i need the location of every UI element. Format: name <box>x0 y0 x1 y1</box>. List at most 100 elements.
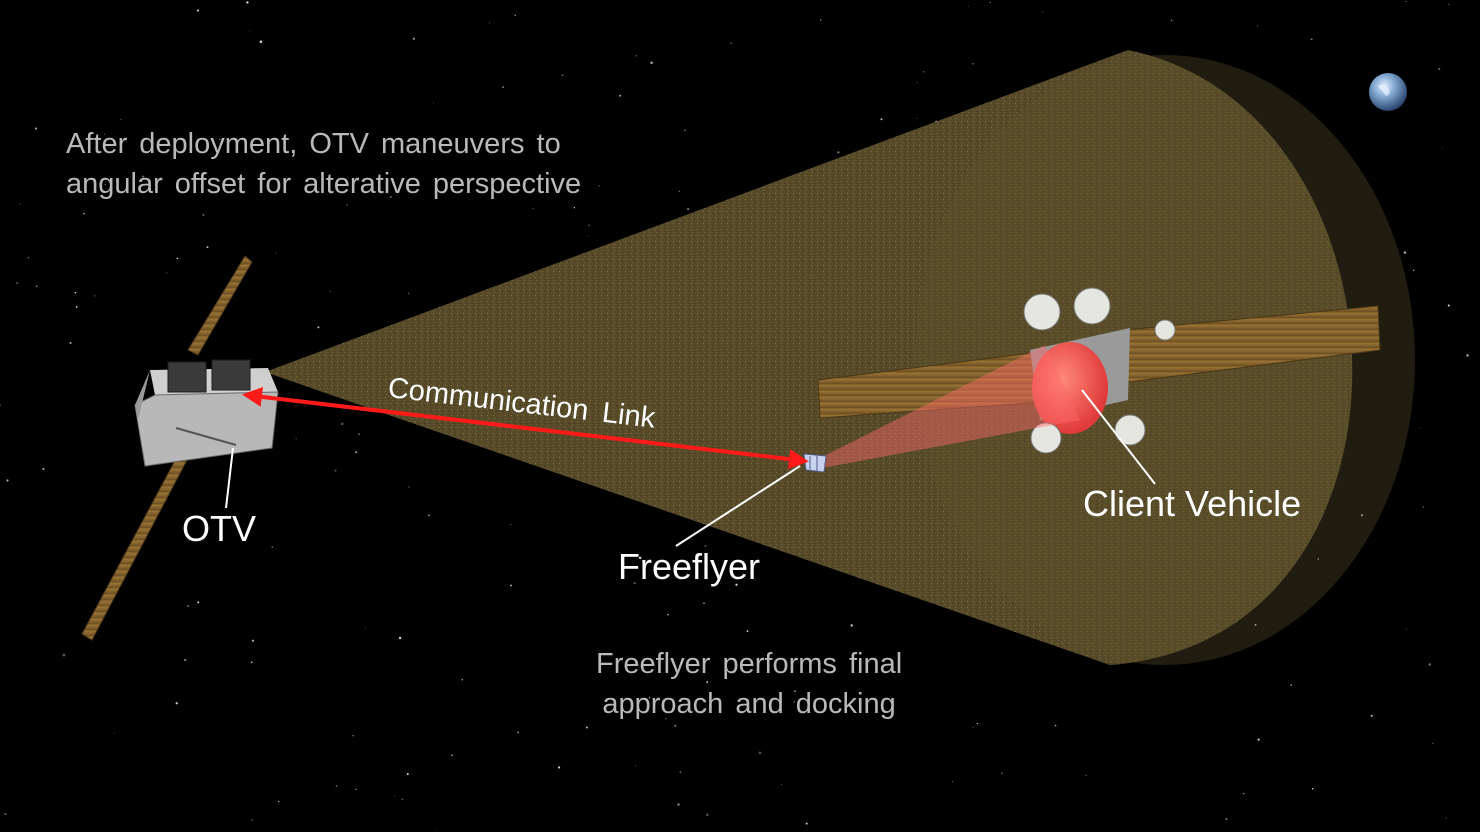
star <box>407 292 410 295</box>
star <box>355 451 358 454</box>
leader-lines <box>225 389 1156 547</box>
star <box>746 630 749 633</box>
star <box>1447 304 1450 307</box>
star <box>271 546 273 548</box>
star <box>598 184 601 187</box>
star <box>880 118 883 121</box>
star <box>758 751 762 755</box>
star <box>103 133 105 135</box>
caption-deployment-line-2: angular offset for alterative perspectiv… <box>66 168 582 200</box>
communication-link-arrow <box>242 386 809 470</box>
star <box>120 119 122 121</box>
star <box>295 438 297 440</box>
star <box>329 290 331 292</box>
star <box>1242 792 1245 795</box>
star <box>19 203 21 205</box>
star <box>406 773 409 775</box>
star <box>674 724 677 727</box>
star <box>850 624 853 627</box>
star <box>1432 742 1434 745</box>
star <box>1419 427 1421 429</box>
client-vehicle-label: Client Vehicle <box>1083 483 1302 524</box>
star <box>488 22 490 24</box>
star <box>461 678 464 681</box>
star <box>401 798 404 800</box>
star <box>558 766 561 769</box>
star <box>820 19 822 21</box>
star <box>517 731 520 734</box>
star <box>781 784 783 786</box>
freeflyer-label: Freeflyer <box>618 546 761 587</box>
star <box>1254 623 1257 626</box>
star <box>275 252 277 254</box>
star <box>183 658 187 662</box>
star <box>202 213 205 216</box>
star <box>16 282 19 285</box>
star <box>561 74 564 77</box>
otv-label: OTV <box>182 508 257 549</box>
earth-icon <box>1369 73 1407 111</box>
star <box>1310 38 1313 41</box>
star <box>334 469 337 472</box>
star <box>200 185 203 188</box>
freeflyer-sensor-beam <box>820 345 1080 468</box>
star <box>317 326 320 329</box>
star <box>249 30 251 32</box>
star <box>35 127 38 130</box>
star <box>514 14 516 16</box>
star <box>1405 0 1407 3</box>
star <box>250 661 253 664</box>
star <box>206 246 209 249</box>
star <box>989 1 991 3</box>
star <box>510 584 512 587</box>
star <box>1466 354 1469 357</box>
caption-deployment-line-1: After deployment, OTV maneuvers to <box>66 128 561 160</box>
star <box>412 37 415 40</box>
star <box>704 545 707 547</box>
star <box>435 830 437 832</box>
star <box>358 433 361 436</box>
star <box>916 82 918 84</box>
caption-docking: Freeflyer performs final approach and do… <box>596 644 902 724</box>
star <box>196 9 199 12</box>
star <box>1257 25 1258 27</box>
star <box>69 341 72 345</box>
star <box>428 514 430 517</box>
star <box>42 467 45 471</box>
star <box>340 422 344 426</box>
star <box>451 754 453 757</box>
star <box>1438 67 1441 71</box>
star <box>1042 11 1044 13</box>
star <box>1317 558 1319 560</box>
star <box>278 800 280 803</box>
star <box>1290 684 1292 686</box>
star <box>389 195 392 198</box>
star <box>588 235 589 237</box>
star <box>502 86 505 89</box>
star <box>1001 772 1003 774</box>
star <box>1370 714 1373 717</box>
star <box>1428 663 1431 666</box>
star <box>976 722 978 725</box>
star <box>635 765 637 767</box>
caption-docking-line-1: Freeflyer performs final <box>596 648 903 680</box>
star <box>972 726 974 728</box>
star <box>793 701 795 703</box>
star <box>197 601 200 604</box>
star <box>687 208 690 211</box>
star <box>1170 19 1173 22</box>
star <box>74 291 77 294</box>
star <box>1403 251 1407 254</box>
star <box>730 42 732 44</box>
star <box>510 524 512 525</box>
star <box>175 702 178 705</box>
client-vehicle-icon <box>817 287 1381 454</box>
star <box>1405 628 1407 630</box>
star <box>706 813 709 817</box>
star <box>678 190 680 192</box>
star <box>1441 147 1443 149</box>
star <box>793 690 797 693</box>
star <box>1448 3 1450 5</box>
star <box>251 639 254 642</box>
